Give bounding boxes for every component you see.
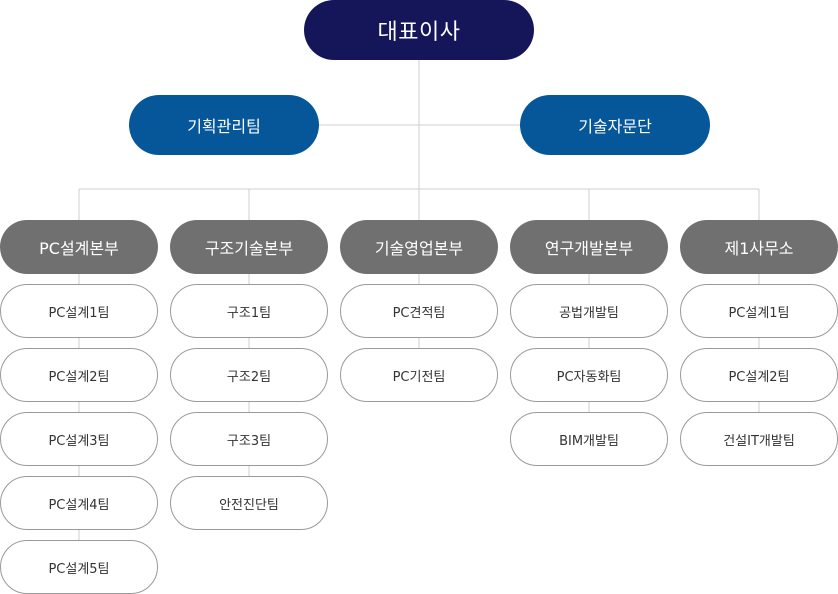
division-node-pc-design: PC설계본부 (0, 220, 158, 274)
team-node: PC설계4팀 (0, 476, 158, 530)
team-node: PC설계3팀 (0, 412, 158, 466)
team-node: PC설계5팀 (0, 540, 158, 594)
division-node-rnd: 연구개발본부 (510, 220, 668, 274)
team-node: PC설계2팀 (0, 348, 158, 402)
team-node: 건설IT개발팀 (680, 412, 838, 466)
team-node: PC기전팀 (340, 348, 498, 402)
staff-node-planning: 기획관리팀 (129, 95, 319, 155)
division-node-office1: 제1사무소 (680, 220, 838, 274)
team-node: PC설계1팀 (0, 284, 158, 338)
division-node-sales: 기술영업본부 (340, 220, 498, 274)
team-node: PC자동화팀 (510, 348, 668, 402)
team-node: 구조3팀 (170, 412, 328, 466)
ceo-node: 대표이사 (304, 0, 534, 60)
division-node-structure: 구조기술본부 (170, 220, 328, 274)
team-node: 구조1팀 (170, 284, 328, 338)
staff-node-advisory: 기술자문단 (520, 95, 710, 155)
team-node: PC설계1팀 (680, 284, 838, 338)
team-node: 구조2팀 (170, 348, 328, 402)
team-node: 공법개발팀 (510, 284, 668, 338)
team-node: 안전진단팀 (170, 476, 328, 530)
team-node: PC견적팀 (340, 284, 498, 338)
team-node: PC설계2팀 (680, 348, 838, 402)
team-node: BIM개발팀 (510, 412, 668, 466)
